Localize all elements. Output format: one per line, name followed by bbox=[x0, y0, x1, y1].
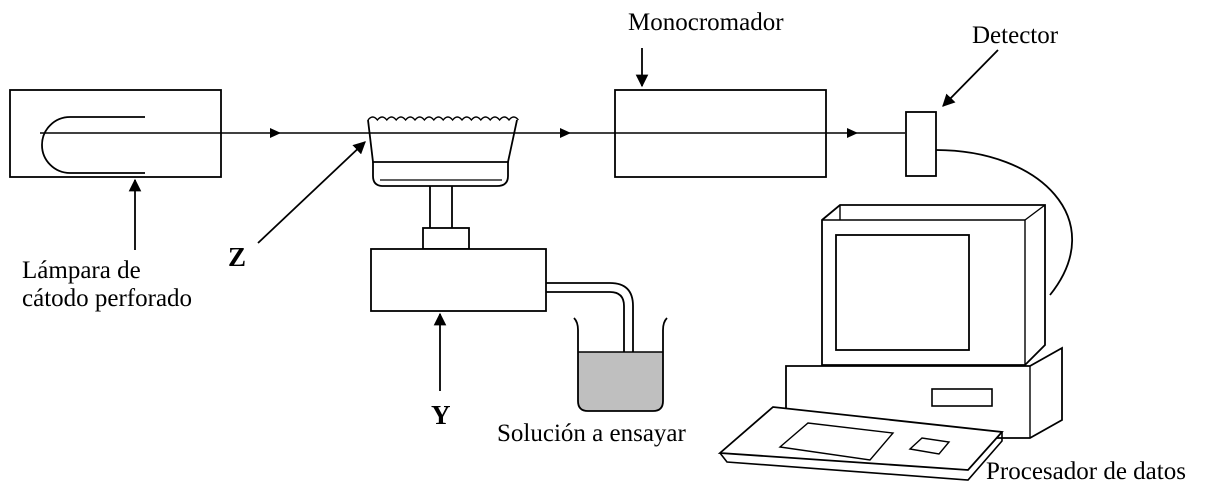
beam-arrow-3 bbox=[847, 128, 858, 138]
flame-outline bbox=[367, 116, 519, 122]
lamp-label-line2: cátodo perforado bbox=[22, 285, 192, 312]
beam-arrow-1 bbox=[270, 128, 281, 138]
solution-label: Solución a ensayar bbox=[497, 420, 687, 447]
burner-mount bbox=[422, 227, 470, 250]
detector-element bbox=[905, 111, 937, 177]
burner-head bbox=[367, 119, 518, 163]
optical-beam bbox=[40, 128, 905, 138]
keyboard-keys bbox=[778, 422, 895, 461]
burner-stem bbox=[429, 186, 453, 228]
detector-pointer-arrow bbox=[942, 49, 999, 107]
data-processor-computer bbox=[717, 204, 1063, 481]
signal-cable bbox=[935, 149, 1073, 296]
detector-label: Detector bbox=[972, 22, 1059, 49]
monochromator-box bbox=[614, 89, 827, 178]
z-label: Z bbox=[228, 242, 246, 272]
monochromator-label: Monocromador bbox=[628, 9, 784, 36]
keyboard-keypad bbox=[908, 437, 951, 455]
monitor-screen bbox=[835, 234, 970, 351]
sample-beaker bbox=[573, 317, 668, 412]
lamp-label-line1: Lámpara de bbox=[22, 257, 141, 284]
burner-body bbox=[372, 162, 509, 187]
processor-label: Procesador de datos bbox=[986, 458, 1186, 485]
beaker-glass bbox=[573, 317, 668, 412]
lamp-cathode bbox=[41, 116, 145, 174]
y-label: Y bbox=[431, 400, 451, 430]
disk-drive bbox=[931, 388, 993, 407]
nebulizer-chamber bbox=[370, 248, 547, 312]
beaker-liquid bbox=[578, 352, 663, 411]
beam-arrow-2 bbox=[560, 128, 571, 138]
suction-tube bbox=[546, 282, 634, 356]
burner bbox=[367, 116, 519, 250]
keyboard-edge bbox=[719, 432, 1003, 481]
z-pointer-arrow bbox=[257, 141, 366, 244]
